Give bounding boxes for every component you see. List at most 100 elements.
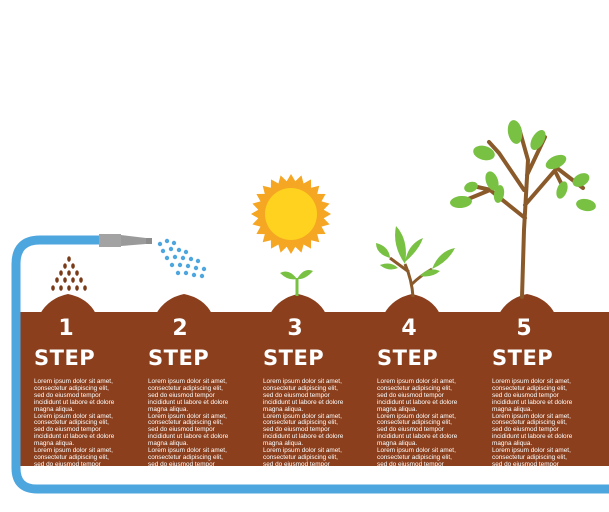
- step-2: 2 STEP Lorem ipsum dolor sit amet,consec…: [148, 316, 252, 483]
- water-pipe: [11, 235, 609, 494]
- description-line: sed do eiusmod tempor: [263, 460, 330, 468]
- soil-mound-4: [384, 294, 440, 314]
- description-line: Lorem ipsum dolor sit amet,: [263, 378, 342, 385]
- step-number: 3: [287, 316, 303, 341]
- hose-nozzle-icon: [99, 234, 152, 247]
- step-5: 5 STEP Lorem ipsum dolor sit amet,consec…: [492, 316, 596, 483]
- description-line: incididunt ut labore et dolore: [263, 398, 344, 406]
- description-line: sed do eiusmod tempor: [148, 391, 215, 399]
- description-line: magna aliqua.: [34, 440, 75, 448]
- seeds-icon: [51, 256, 87, 291]
- soil-mounds: [40, 294, 555, 314]
- description-line: incididunt ut labore et dolore: [148, 467, 229, 475]
- description-line: consectetur adipiscing elit,: [34, 419, 109, 427]
- description-line: sed do eiusmod tempor: [263, 426, 330, 434]
- description-line: magna aliqua.: [263, 440, 304, 448]
- description-line: consectetur adipiscing elit,: [34, 384, 109, 392]
- soil-mound-5: [499, 294, 555, 314]
- water-drops-icon: [157, 238, 207, 279]
- step-description: Lorem ipsum dolor sit amet,consectetur a…: [263, 378, 367, 483]
- step-description: Lorem ipsum dolor sit amet,consectetur a…: [34, 378, 138, 483]
- description-line: magna aliqua.: [377, 440, 418, 448]
- step-label: STEP: [34, 346, 96, 370]
- description-line: incididunt ut labore et dolore: [34, 433, 115, 441]
- description-line: magna aliqua.: [492, 405, 533, 413]
- description-line: magna aliqua.: [34, 405, 75, 413]
- description-line: magna aliqua.: [492, 440, 533, 448]
- description-line: consectetur adipiscing elit,: [492, 419, 567, 427]
- description-line: magna aliqua.: [148, 405, 189, 413]
- description-line: Lorem ipsum dolor sit amet,: [34, 447, 113, 455]
- description-line: sed do eiusmod tempor: [492, 391, 559, 399]
- description-line: Lorem ipsum dolor sit amet,: [377, 378, 456, 385]
- soil-mound-1: [40, 294, 96, 314]
- description-line: magna aliqua.: [263, 474, 304, 482]
- step-label: STEP: [148, 346, 210, 370]
- description-line: sed do eiusmod tempor: [148, 460, 215, 468]
- sun-icon: [251, 174, 331, 254]
- description-line: Lorem ipsum dolor sit amet,: [34, 378, 113, 385]
- step-1: 1 STEP Lorem ipsum dolor sit amet,consec…: [34, 316, 138, 483]
- step-description: Lorem ipsum dolor sit amet,consectetur a…: [492, 378, 596, 483]
- description-line: consectetur adipiscing elit,: [263, 419, 338, 427]
- step-description: Lorem ipsum dolor sit amet,consectetur a…: [377, 378, 481, 483]
- description-line: magna aliqua.: [148, 474, 189, 482]
- description-line: incididunt ut labore et dolore: [492, 398, 573, 406]
- description-line: incididunt ut labore et dolore: [148, 398, 229, 406]
- description-line: sed do eiusmod tempor: [377, 391, 444, 399]
- description-line: incididunt ut labore et dolore: [263, 467, 344, 475]
- soil-mound-2: [156, 294, 212, 314]
- description-line: Lorem ipsum dolor sit amet,: [492, 447, 571, 455]
- description-line: incididunt ut labore et dolore: [377, 398, 458, 406]
- description-line: consectetur adipiscing elit,: [263, 384, 338, 392]
- sun-core: [265, 188, 317, 240]
- description-line: sed do eiusmod tempor: [263, 391, 330, 399]
- step-description: Lorem ipsum dolor sit amet,consectetur a…: [148, 378, 252, 483]
- description-line: consectetur adipiscing elit,: [492, 384, 567, 392]
- description-line: Lorem ipsum dolor sit amet,: [263, 447, 342, 455]
- description-line: consectetur adipiscing elit,: [148, 419, 223, 427]
- description-line: incididunt ut labore et dolore: [377, 433, 458, 441]
- description-line: Lorem ipsum dolor sit amet,: [148, 378, 227, 385]
- description-line: incididunt ut labore et dolore: [34, 467, 115, 475]
- description-line: Lorem ipsum dolor sit amet,: [148, 447, 227, 455]
- step-label: STEP: [377, 346, 439, 370]
- step-number: 5: [516, 316, 532, 341]
- description-line: incididunt ut labore et dolore: [263, 433, 344, 441]
- step-number: 2: [172, 316, 188, 341]
- step-label: STEP: [492, 346, 554, 370]
- description-line: magna aliqua.: [263, 405, 304, 413]
- description-line: magna aliqua.: [34, 474, 75, 482]
- soil-band: [20, 312, 609, 466]
- description-line: magna aliqua.: [492, 474, 533, 482]
- description-line: Lorem ipsum dolor sit amet,: [263, 412, 342, 420]
- description-line: Lorem ipsum dolor sit amet,: [377, 412, 456, 420]
- description-line: sed do eiusmod tempor: [148, 426, 215, 434]
- description-line: consectetur adipiscing elit,: [263, 453, 338, 461]
- description-line: consectetur adipiscing elit,: [492, 453, 567, 461]
- description-line: Lorem ipsum dolor sit amet,: [492, 412, 571, 420]
- description-line: incididunt ut labore et dolore: [148, 433, 229, 441]
- description-line: Lorem ipsum dolor sit amet,: [34, 412, 113, 420]
- step-number: 4: [401, 316, 417, 341]
- description-line: incididunt ut labore et dolore: [34, 398, 115, 406]
- soil-mound-3: [270, 294, 326, 314]
- description-line: sed do eiusmod tempor: [492, 426, 559, 434]
- description-line: incididunt ut labore et dolore: [492, 467, 573, 475]
- step-3: 3 STEP Lorem ipsum dolor sit amet,consec…: [263, 316, 367, 483]
- young-plant-icon: [376, 226, 455, 298]
- description-line: magna aliqua.: [377, 474, 418, 482]
- description-line: sed do eiusmod tempor: [34, 460, 101, 468]
- description-line: magna aliqua.: [148, 440, 189, 448]
- sprout-icon: [280, 270, 313, 296]
- step-4: 4 STEP Lorem ipsum dolor sit amet,consec…: [377, 316, 481, 483]
- description-line: consectetur adipiscing elit,: [148, 384, 223, 392]
- description-line: incididunt ut labore et dolore: [492, 433, 573, 441]
- tree-icon: [450, 120, 596, 299]
- description-line: sed do eiusmod tempor: [377, 460, 444, 468]
- step-number: 1: [58, 316, 74, 341]
- description-line: consectetur adipiscing elit,: [377, 384, 452, 392]
- description-line: sed do eiusmod tempor: [34, 391, 101, 399]
- description-line: Lorem ipsum dolor sit amet,: [377, 447, 456, 455]
